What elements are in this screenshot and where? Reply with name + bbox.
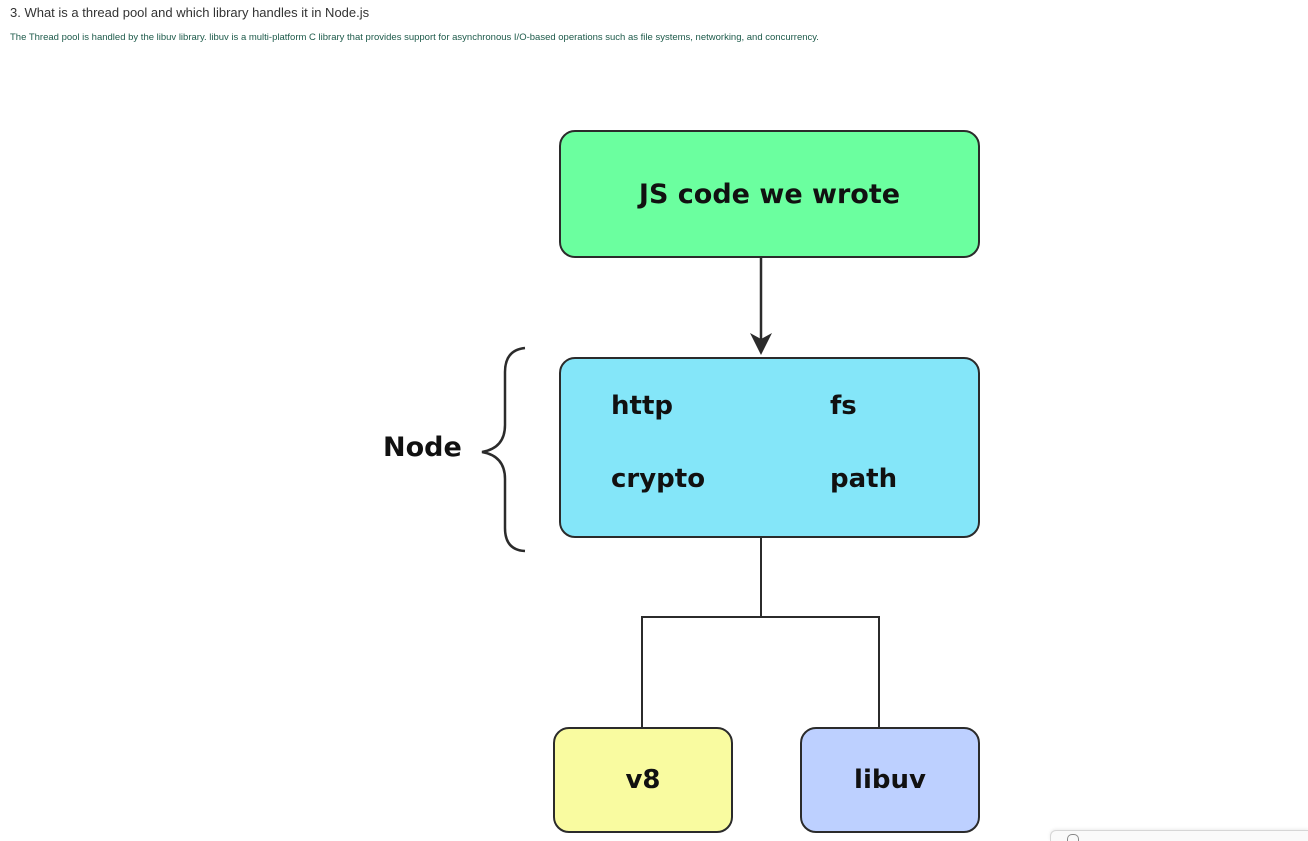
node-modules-box: http fs crypto path [559, 357, 980, 538]
module-path: path [830, 464, 898, 494]
module-crypto: crypto [611, 464, 706, 494]
module-fs: fs [830, 391, 857, 421]
module-http: http [611, 391, 673, 421]
node-side-label: Node [383, 432, 462, 463]
v8-label: v8 [625, 765, 661, 795]
arrow-head [750, 333, 772, 355]
js-code-box: JS code we wrote [559, 130, 980, 258]
corner-widget[interactable] [1050, 830, 1308, 841]
libuv-box: libuv [800, 727, 980, 833]
v8-box: v8 [553, 727, 733, 833]
js-code-label: JS code we wrote [638, 178, 901, 210]
curly-brace [481, 346, 526, 553]
answer-text: The Thread pool is handled by the libuv … [10, 32, 819, 43]
question-heading: 3. What is a thread pool and which libra… [10, 5, 370, 20]
chevron-up-icon [1067, 834, 1079, 841]
libuv-label: libuv [854, 765, 926, 795]
